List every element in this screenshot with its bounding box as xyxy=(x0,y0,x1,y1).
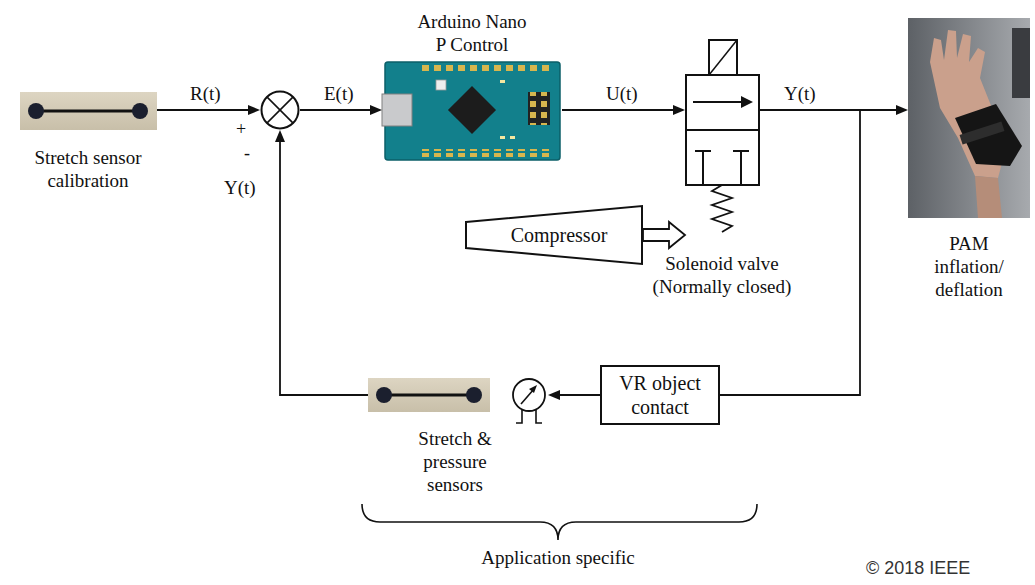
process-label: VR object contact xyxy=(610,371,710,419)
sensor-caption: Stretch & pressure sensors xyxy=(405,427,505,496)
compressor-trapezoid: Compressor xyxy=(465,205,643,265)
sensor-electrode xyxy=(132,103,148,119)
junction-outline xyxy=(260,90,300,130)
signal-label: Y(t) xyxy=(782,82,818,105)
gauge-dial xyxy=(513,379,545,411)
blocked-ports xyxy=(695,151,749,185)
connector xyxy=(720,110,860,395)
led xyxy=(510,136,515,139)
signal-label: U(t) xyxy=(604,82,640,105)
pressure-gauge-symbol xyxy=(513,379,545,423)
pam-caption: PAM inflation/ deflation xyxy=(919,232,1019,301)
gauge-ports xyxy=(516,410,542,423)
connector xyxy=(562,105,685,115)
photo-background xyxy=(908,18,1030,218)
sensor-band xyxy=(384,394,474,397)
sensor-image-node: Stretch sensor calibration xyxy=(20,92,157,130)
icsp-pins xyxy=(528,92,550,125)
sensor-electrode xyxy=(376,387,392,403)
pam-hand-photo xyxy=(908,18,1030,218)
sensor-electrode xyxy=(28,103,44,119)
arrowhead xyxy=(896,105,908,115)
junction-cross xyxy=(267,97,293,123)
copyright-notice: © 2018 IEEE xyxy=(866,557,970,580)
compressor-trapezoid-shape xyxy=(466,206,642,264)
flow-arrowhead xyxy=(741,96,753,108)
arrowhead xyxy=(548,390,560,400)
solenoid-valve-symbol xyxy=(686,40,759,232)
group-label: Application specific xyxy=(448,546,668,569)
arrowhead xyxy=(370,105,382,115)
icsp-header xyxy=(528,92,550,125)
valve-caption: Solenoid valve (Normally closed) xyxy=(637,252,807,298)
arrowhead xyxy=(248,105,260,115)
signal-line xyxy=(280,138,368,395)
sensor-caption: Stretch sensor calibration xyxy=(13,146,163,192)
junction-circle xyxy=(262,92,299,129)
pam-glove xyxy=(955,104,1022,166)
pin-header xyxy=(418,149,550,157)
valve-body xyxy=(686,75,759,185)
signal-label: Y(t) xyxy=(222,176,258,199)
sign-minus: - xyxy=(244,142,250,164)
signal-line xyxy=(300,109,374,111)
signal-label: E(t) xyxy=(322,82,356,105)
signal-label: R(t) xyxy=(188,82,223,105)
arduino-board-photo xyxy=(382,62,560,160)
sensor-band xyxy=(36,110,140,113)
controller-node: Arduino Nano P Control xyxy=(382,8,562,160)
signal-line xyxy=(157,109,252,111)
sensor-image-node: Stretch & pressure sensors xyxy=(368,377,548,413)
sign-plus: + xyxy=(236,118,246,140)
valve-divider xyxy=(686,129,759,131)
led xyxy=(500,136,505,139)
sensor-background xyxy=(20,92,157,130)
pin-header xyxy=(418,65,550,73)
pam-image-node: PAM inflation/ deflation xyxy=(908,18,1030,218)
controller-title: Arduino Nano P Control xyxy=(413,10,531,56)
usb-connector xyxy=(382,94,412,126)
stretch-sensor-photo xyxy=(20,92,157,130)
coil-diagonal xyxy=(709,40,737,75)
solenoid-coil xyxy=(709,40,737,75)
return-spring xyxy=(712,185,732,232)
process-box: VR object contact xyxy=(600,365,720,425)
signal-line xyxy=(720,110,860,395)
stretch-sensor-photo xyxy=(368,378,490,412)
junction-cross xyxy=(267,97,293,123)
compressor-label: Compressor xyxy=(511,223,608,247)
valve-node: Solenoid valve (Normally closed) xyxy=(685,36,760,246)
summing-junction: +- xyxy=(260,90,300,130)
microcontroller-chip xyxy=(448,86,496,134)
pam-strap xyxy=(960,121,1005,144)
connector xyxy=(643,222,685,248)
signal-line xyxy=(562,109,677,111)
arrowhead xyxy=(673,105,685,115)
gauge-needle-head xyxy=(529,385,537,393)
signal-line xyxy=(556,394,600,396)
reset-button xyxy=(436,80,446,90)
supply-arrow xyxy=(643,222,685,248)
led xyxy=(500,80,505,83)
connector xyxy=(548,390,600,400)
arrowhead xyxy=(275,130,285,142)
curly-brace xyxy=(362,504,757,540)
wrist xyxy=(975,176,1002,218)
background-object xyxy=(1012,28,1030,98)
sensor-background xyxy=(368,378,490,412)
connector xyxy=(275,130,368,395)
connector xyxy=(157,105,260,115)
flow-arrow xyxy=(693,101,743,103)
sensor-electrode xyxy=(466,387,482,403)
connector xyxy=(300,105,382,115)
